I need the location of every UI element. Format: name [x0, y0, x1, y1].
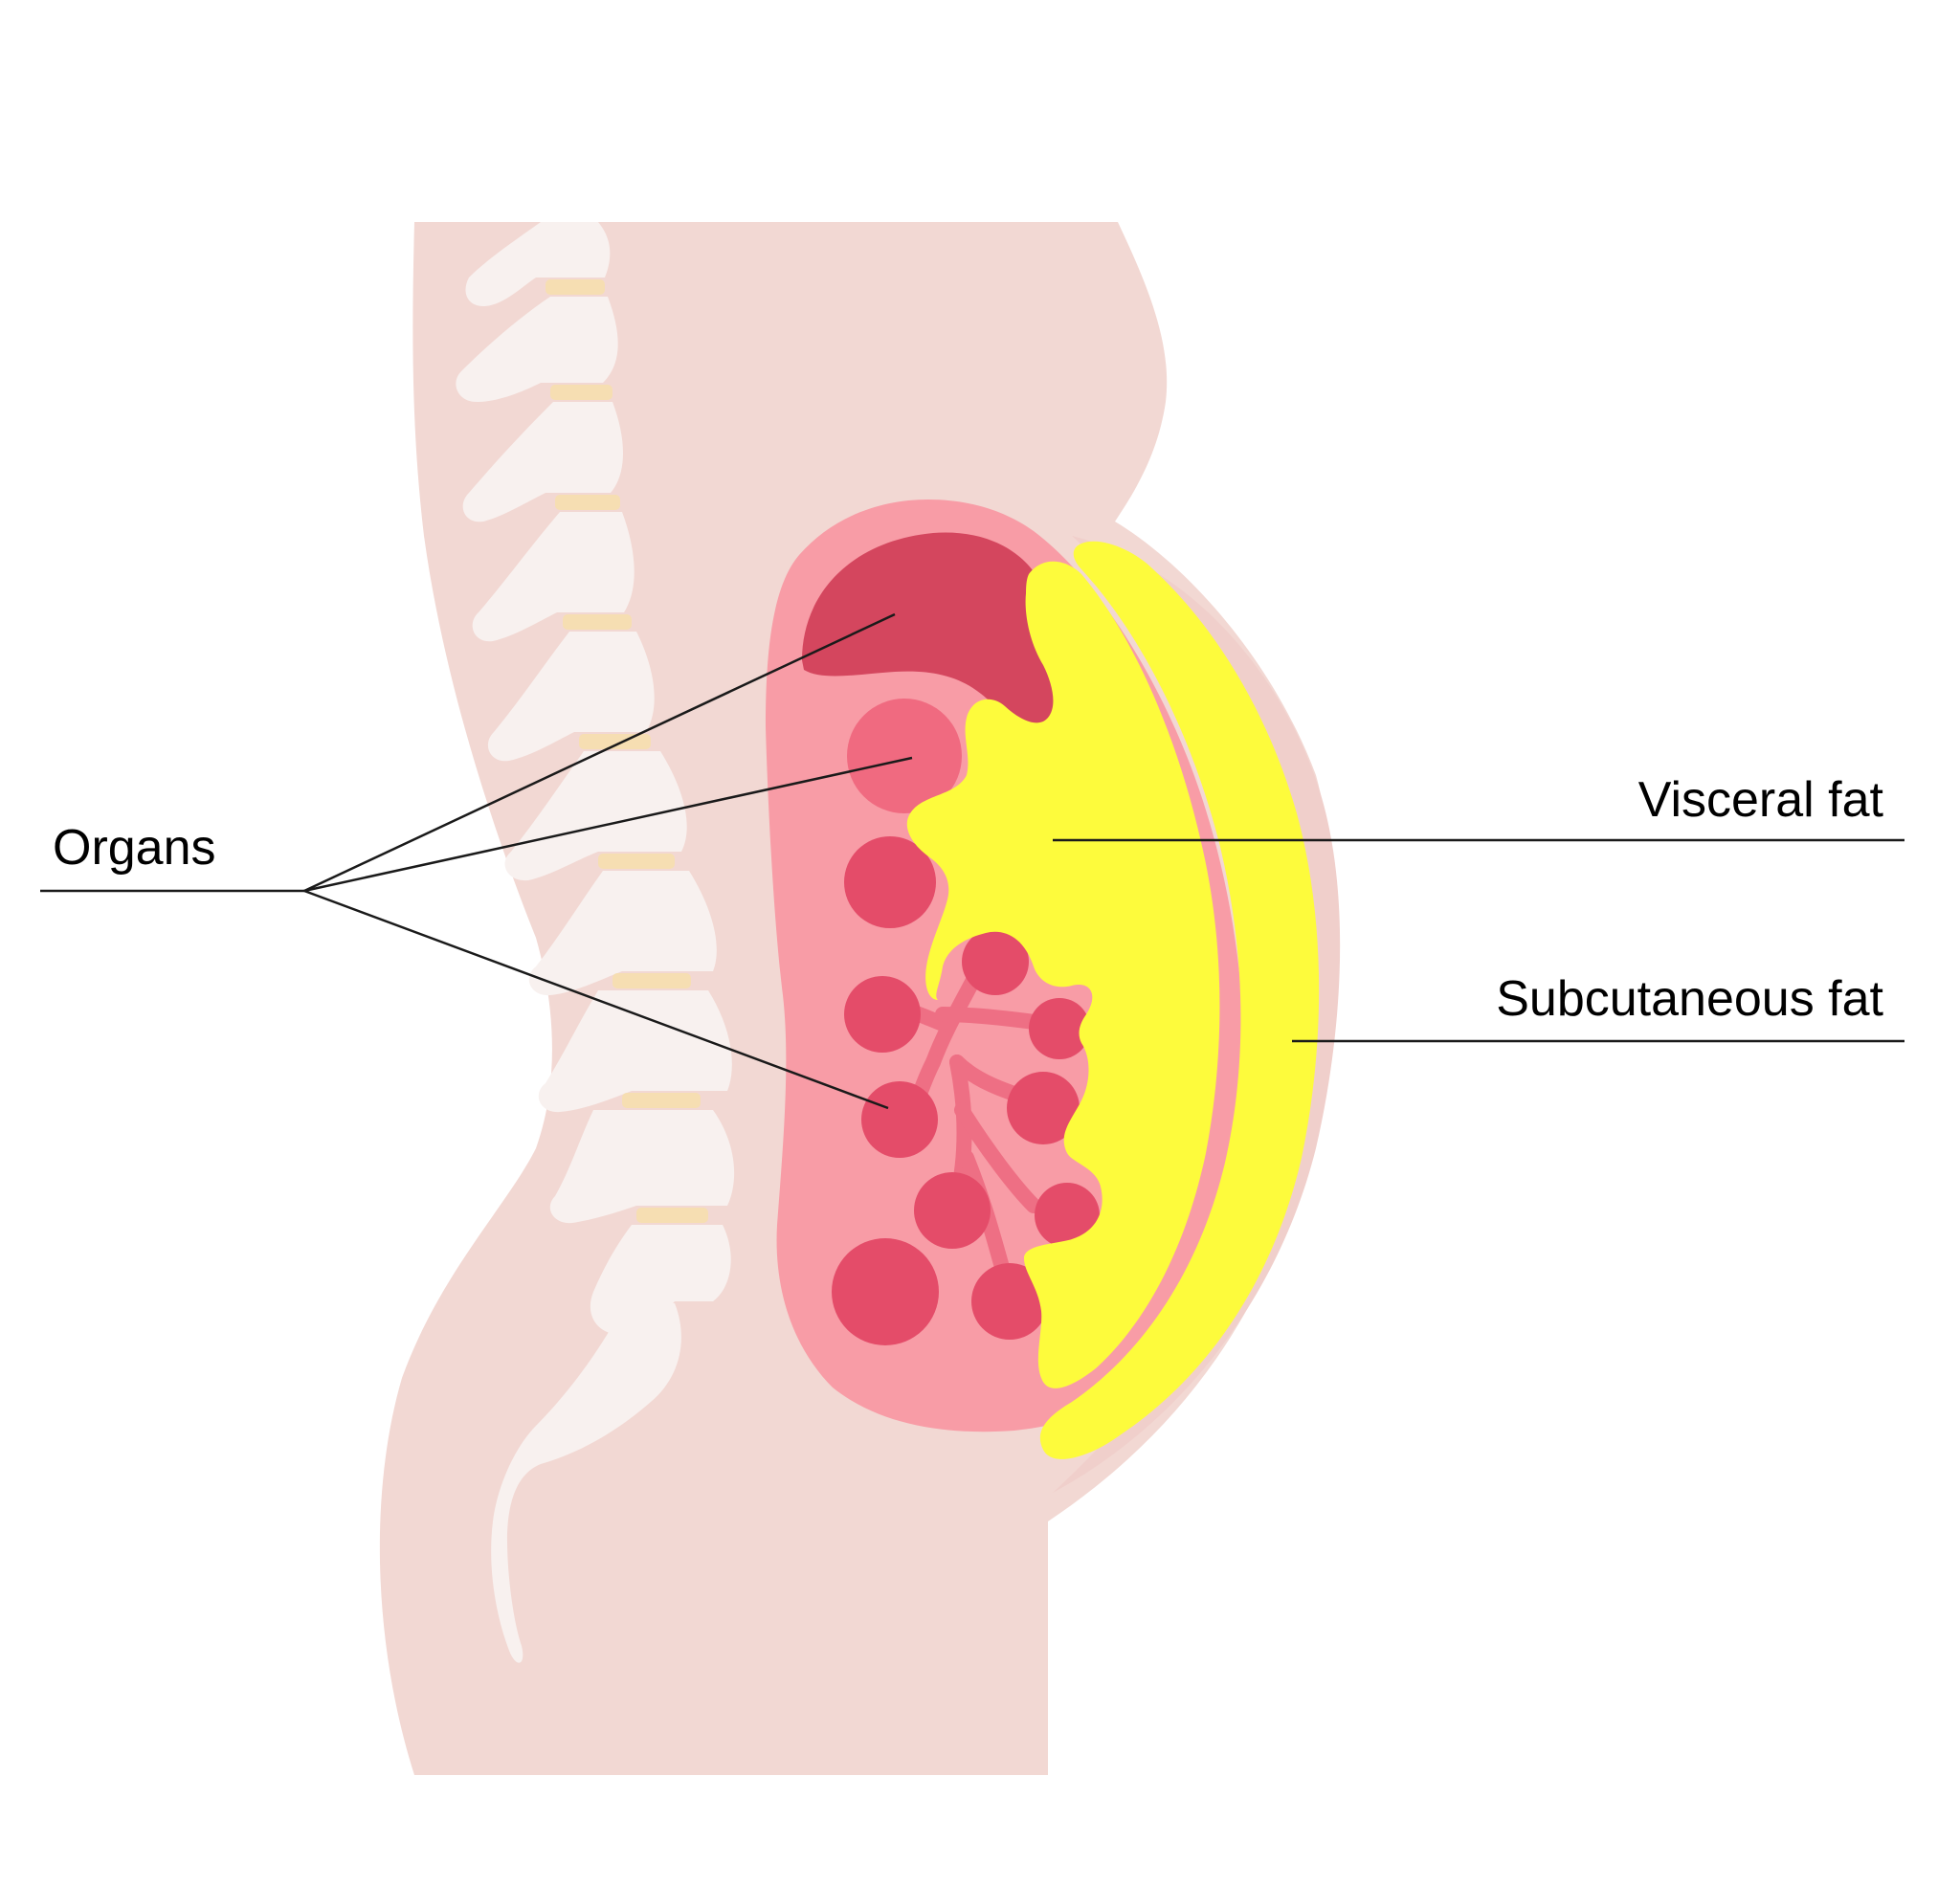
intestine-loop	[962, 928, 1029, 995]
intestine-loop	[1035, 1183, 1100, 1248]
visceral-fat-label: Visceral fat	[1637, 772, 1883, 828]
intestine-loop	[1007, 1072, 1080, 1144]
intestine-loop	[1029, 998, 1090, 1059]
leader-lines	[40, 612, 1904, 1110]
organs-label: Organs	[53, 820, 216, 876]
vertebra	[465, 222, 611, 306]
organs-leader-liver	[303, 612, 896, 893]
stomach	[847, 699, 962, 813]
intestine-loop	[844, 976, 921, 1053]
intestine-loop	[832, 1238, 939, 1345]
vertebra	[538, 973, 732, 1113]
vertebra	[462, 385, 624, 522]
visceral-fat	[906, 561, 1220, 1388]
spine	[456, 222, 735, 1663]
vertebra	[528, 854, 717, 996]
subcutaneous-fat-label: Subcutaneous fat	[1496, 971, 1883, 1027]
vertebra	[590, 1208, 731, 1335]
intestine-loop	[861, 1081, 938, 1158]
vertebra	[472, 495, 635, 642]
liver	[802, 532, 1055, 730]
subcutaneous-fat	[1039, 541, 1320, 1459]
intestine-loop	[971, 1263, 1048, 1340]
organs-leader-stomach	[303, 756, 913, 893]
intestines	[832, 836, 1100, 1345]
intestine-loop	[914, 1172, 991, 1249]
vertebra	[549, 1093, 735, 1224]
intestine-loop	[844, 836, 936, 928]
vertebra	[487, 614, 655, 762]
vertebra	[456, 279, 618, 402]
sacrum	[491, 1302, 681, 1663]
organs-leader-intestine	[303, 889, 889, 1110]
